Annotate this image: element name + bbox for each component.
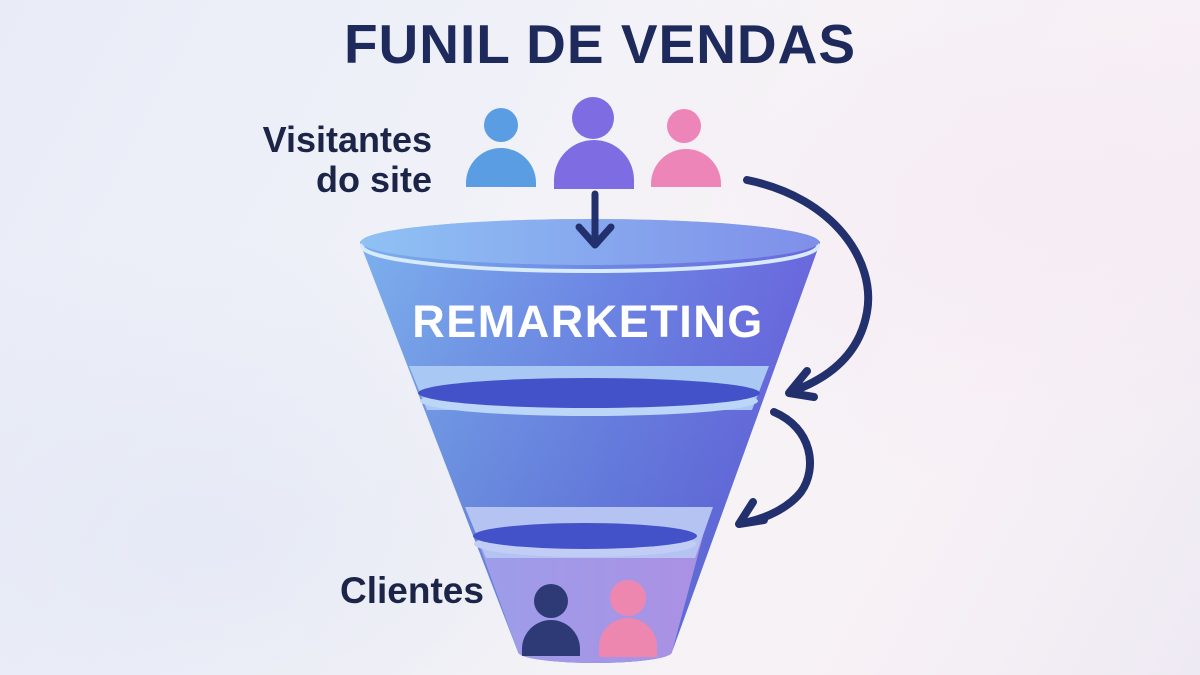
person-pink-visitor-icon: [651, 109, 721, 187]
page-title: FUNIL DE VENDAS: [343, 13, 857, 75]
curved-arrow-upper-icon: [743, 176, 873, 401]
visitors-label: Visitantes do site: [200, 120, 432, 200]
funnel-dark-ring-1: [418, 378, 760, 408]
person-blue-icon: [466, 108, 536, 187]
funnel-dark-ring-2: [473, 523, 697, 549]
funnel-body-shading: [360, 219, 820, 663]
curved-arrow-lower-icon: [735, 408, 814, 528]
remarketing-stage-label: REMARKETING: [412, 296, 764, 347]
visitors-label-line2: do site: [315, 159, 432, 200]
clients-label: Clientes: [340, 570, 484, 611]
person-navy-icon: [522, 584, 580, 656]
down-arrow-icon: [575, 190, 615, 249]
person-pink-icon: [599, 580, 657, 657]
visitors-label-line1: Visitantes: [262, 119, 432, 160]
person-purple-icon: [554, 97, 634, 189]
